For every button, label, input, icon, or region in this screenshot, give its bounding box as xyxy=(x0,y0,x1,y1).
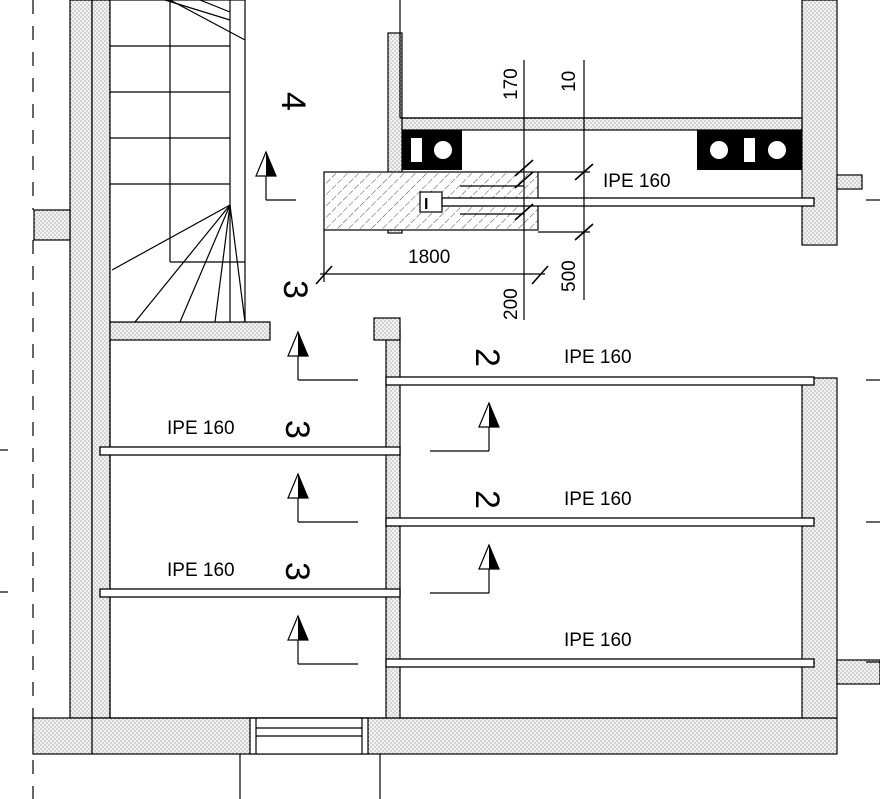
section-number-2-b: 2 xyxy=(468,490,506,509)
dimension-lines xyxy=(315,60,594,320)
section-arrow-4 xyxy=(255,150,296,201)
section-number-4: 4 xyxy=(274,92,312,111)
beam-left-2 xyxy=(99,588,401,598)
section-number-3-a: 3 xyxy=(278,420,316,439)
section-arrow-3-a xyxy=(287,472,358,523)
beam-right-3 xyxy=(385,658,815,668)
chimney-blocks xyxy=(402,130,802,170)
beam-left-1 xyxy=(99,446,401,456)
label-ipe-top: IPE 160 xyxy=(603,171,671,192)
text-labels: IPE 160 IPE 160 IPE 160 IPE 160 IPE 160 … xyxy=(167,68,671,651)
dim-10: 10 xyxy=(559,71,580,92)
section-arrow-2-b xyxy=(430,543,500,594)
room-outlines xyxy=(109,0,802,719)
label-ipe-right-1: IPE 160 xyxy=(564,347,632,368)
label-ipe-right-2: IPE 160 xyxy=(564,489,632,510)
section-number-2-a: 2 xyxy=(468,348,506,367)
beam-top xyxy=(441,197,815,207)
section-arrow-3-top xyxy=(287,330,358,381)
label-ipe-left-2: IPE 160 xyxy=(167,560,235,581)
dim-170: 170 xyxy=(501,68,522,100)
staircase xyxy=(109,0,246,323)
section-number-3-b: 3 xyxy=(278,562,316,581)
label-ipe-left-1: IPE 160 xyxy=(167,418,235,439)
beam-right-2 xyxy=(385,517,815,527)
beams xyxy=(99,197,815,668)
dim-200: 200 xyxy=(501,288,522,320)
beam-right-1 xyxy=(385,376,815,386)
section-number-3-top: 3 xyxy=(276,280,314,299)
label-ipe-right-3: IPE 160 xyxy=(564,630,632,651)
section-arrow-2-a xyxy=(430,401,500,452)
dim-1800: 1800 xyxy=(408,247,450,268)
section-arrow-3-b xyxy=(287,614,358,665)
section-arrows xyxy=(255,150,500,665)
dim-500: 500 xyxy=(559,260,580,292)
beam-section-icon: I xyxy=(424,196,428,213)
